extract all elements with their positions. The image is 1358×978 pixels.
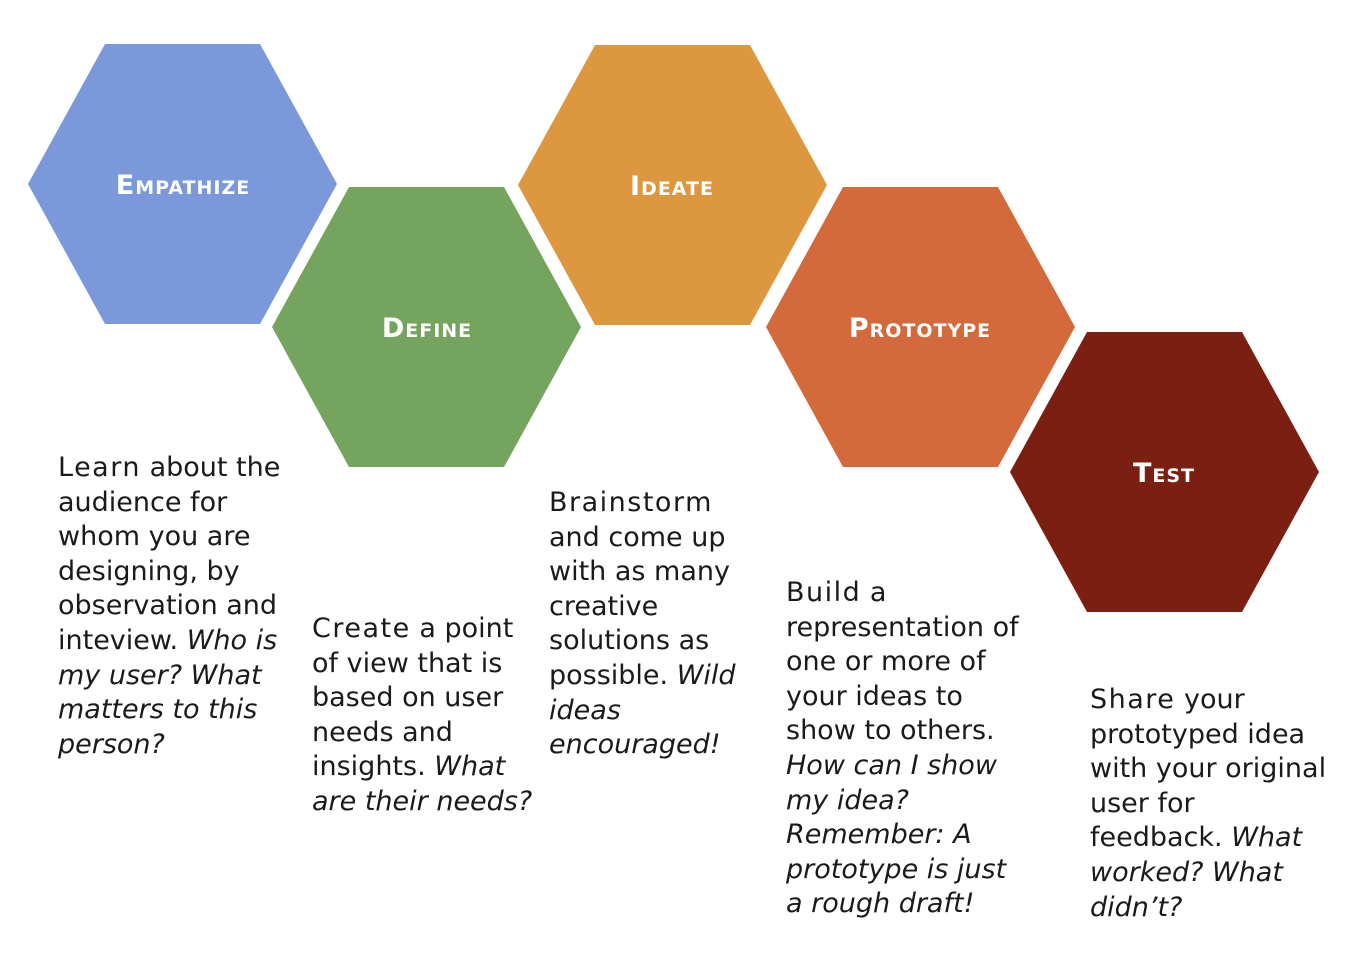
description-ideate-question: Wild ideas encouraged! — [549, 659, 736, 761]
description-empathize: Learn about the audience for whom you ar… — [58, 451, 283, 762]
description-empathize-lead: Learn — [58, 452, 141, 483]
description-empathize-question: Who is my user? What matters to this per… — [58, 624, 278, 760]
description-define-question: What are their needs? — [312, 751, 533, 817]
hexagon-ideate-label: Ideate — [630, 171, 714, 202]
description-prototype: Build a representation of one or more of… — [786, 576, 1026, 922]
description-ideate: Brainstorm and come up with as many crea… — [549, 486, 764, 763]
hexagon-prototype-shape — [766, 187, 1075, 467]
hexagon-define-shape — [272, 187, 581, 467]
description-prototype-body: a representation of one or more of your … — [786, 577, 1019, 747]
hex-empathize: Empathize — [28, 44, 337, 324]
description-define-lead: Create — [312, 613, 411, 644]
description-test-body: your prototyped idea with your original … — [1090, 684, 1327, 854]
hex-ideate: Ideate — [518, 45, 827, 325]
hexagon-test-label: Test — [1133, 458, 1195, 489]
description-prototype-lead: Build — [786, 577, 862, 608]
description-empathize-body: about the audience for whom you are desi… — [58, 452, 281, 656]
description-define-body: a point of view that is based on user ne… — [312, 613, 514, 783]
hexagon-ideate-shape — [518, 45, 827, 325]
description-ideate-body: and come up with as many creative soluti… — [549, 521, 730, 691]
hex-prototype: Prototype — [766, 187, 1075, 467]
description-test: Share your prototyped idea with your ori… — [1090, 683, 1330, 925]
description-prototype-question: How can I show my idea? Remember: A prot… — [786, 749, 1007, 920]
hexagon-test-shape — [1010, 332, 1319, 612]
hexagon-empathize-label: Empathize — [116, 170, 250, 201]
description-ideate-lead: Brainstorm — [549, 487, 713, 518]
hexagon-empathize-shape — [28, 44, 337, 324]
hexagon-prototype-label: Prototype — [849, 313, 991, 344]
description-define: Create a point of view that is based on … — [312, 612, 537, 820]
hex-test: Test — [1010, 332, 1319, 612]
description-test-question: What worked? What didn’t? — [1090, 822, 1303, 923]
hexagon-define-label: Define — [382, 313, 472, 344]
description-test-lead: Share — [1090, 684, 1176, 715]
hex-define: Define — [272, 187, 581, 467]
